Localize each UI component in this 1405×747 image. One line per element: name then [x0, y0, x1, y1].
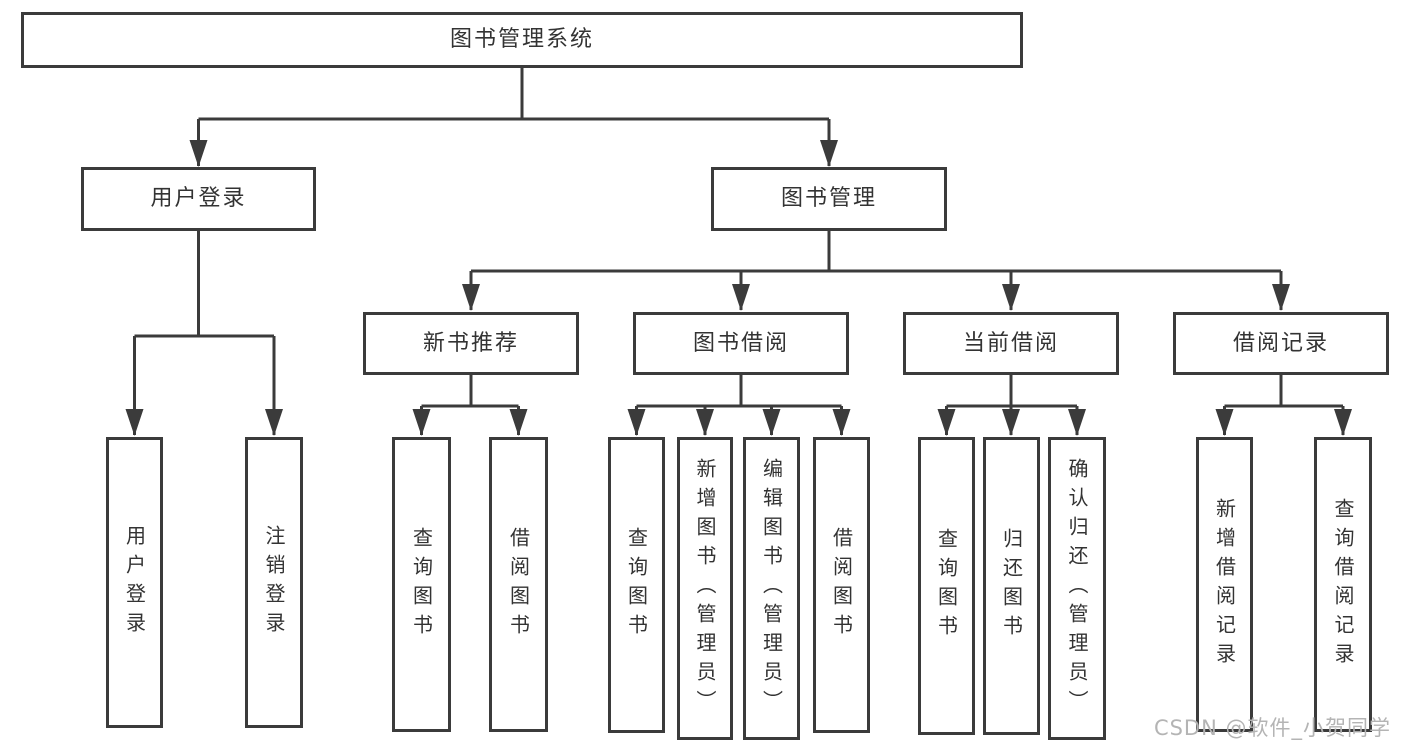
leaf-query-books-recommend: 查询图书: [392, 437, 451, 732]
leaf-edit-book-admin: 编辑图书（管理员）: [743, 437, 800, 740]
leaf-query-books-recommend-label: 查询图书: [409, 526, 434, 643]
leaf-add-book-admin: 新增图书（管理员）: [677, 437, 733, 740]
leaf-borrow-books-borrow: 借阅图书: [813, 437, 870, 733]
node-book-management-branch: 图书管理: [711, 167, 947, 231]
leaf-borrow-books-recommend-label: 借阅图书: [506, 526, 531, 643]
leaf-borrow-books-borrow-label: 借阅图书: [829, 527, 854, 643]
node-root: 图书管理系统: [21, 12, 1023, 68]
leaf-user-login-label: 用户登录: [122, 524, 147, 641]
node-user-login-branch: 用户登录: [81, 167, 316, 231]
node-user-login-branch-label: 用户登录: [150, 186, 247, 211]
watermark: CSDN @软件_小贺同学: [1153, 716, 1391, 740]
leaf-query-books-current: 查询图书: [918, 437, 975, 735]
leaf-add-borrow-record-label: 新增借阅记录: [1212, 497, 1237, 672]
leaf-return-book-label: 归还图书: [999, 528, 1024, 644]
leaf-edit-book-admin-label: 编辑图书（管理员）: [759, 458, 784, 719]
leaf-query-borrow-record-label: 查询借阅记录: [1331, 497, 1355, 672]
leaf-add-borrow-record: 新增借阅记录: [1196, 437, 1253, 732]
node-root-label: 图书管理系统: [449, 27, 594, 52]
leaf-query-borrow-record: 查询借阅记录: [1314, 437, 1372, 732]
leaf-confirm-return-admin-label: 确认归还（管理员）: [1065, 458, 1089, 719]
node-current-borrow-label: 当前借阅: [962, 330, 1059, 356]
node-borrow-records: 借阅记录: [1173, 312, 1389, 375]
node-book-borrow-label: 图书借阅: [692, 330, 789, 356]
node-new-book-recommend: 新书推荐: [363, 312, 579, 375]
leaf-query-books-borrow: 查询图书: [608, 437, 665, 733]
leaf-add-book-admin-label: 新增图书（管理员）: [693, 458, 717, 719]
node-borrow-records-label: 借阅记录: [1232, 330, 1329, 356]
leaf-query-books-borrow-label: 查询图书: [624, 527, 649, 643]
leaf-query-books-current-label: 查询图书: [934, 528, 959, 644]
leaf-logout: 注销登录: [245, 437, 303, 728]
node-current-borrow: 当前借阅: [903, 312, 1119, 375]
node-new-book-recommend-label: 新书推荐: [422, 330, 519, 356]
leaf-borrow-books-recommend: 借阅图书: [489, 437, 548, 732]
leaf-return-book: 归还图书: [983, 437, 1040, 735]
node-book-management-branch-label: 图书管理: [780, 186, 877, 211]
node-book-borrow: 图书借阅: [633, 312, 849, 375]
leaf-user-login: 用户登录: [106, 437, 163, 728]
leaf-confirm-return-admin: 确认归还（管理员）: [1048, 437, 1106, 740]
leaf-logout-label: 注销登录: [262, 524, 286, 641]
